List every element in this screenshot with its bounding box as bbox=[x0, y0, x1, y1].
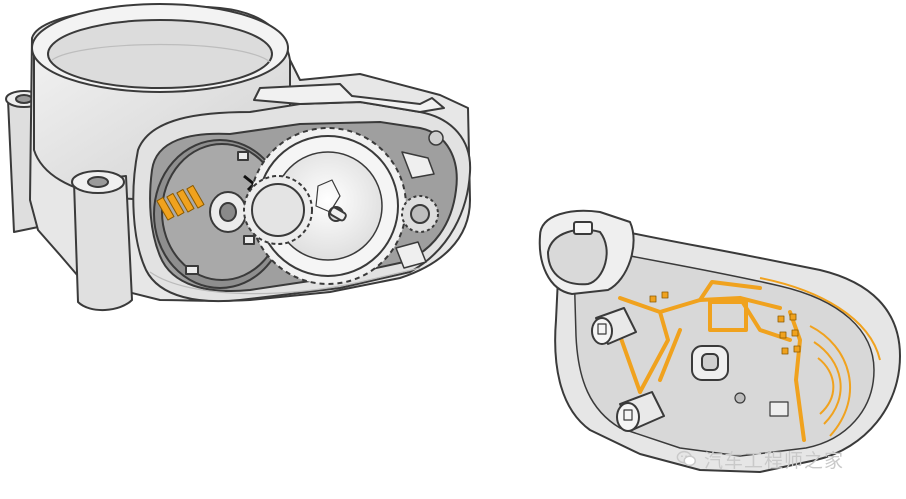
watermark: 汽车工程师之家 bbox=[676, 446, 844, 472]
motor-contacts bbox=[156, 184, 205, 221]
watermark-text: 汽车工程师之家 bbox=[704, 449, 845, 472]
wechat-icon bbox=[676, 450, 696, 467]
electrical-connector bbox=[538, 209, 635, 295]
central-boss bbox=[691, 345, 729, 381]
throttle-body bbox=[5, 3, 472, 312]
pinion-gear bbox=[401, 195, 439, 233]
intermediate-gear bbox=[243, 175, 313, 245]
sensor-cylinder-lower bbox=[616, 391, 665, 432]
sensor-cover bbox=[538, 209, 901, 473]
sensor-arc-tracks bbox=[759, 277, 881, 437]
contact-pads bbox=[649, 291, 801, 355]
spring-clips bbox=[395, 130, 444, 269]
sensor-cylinder-upper bbox=[591, 307, 637, 345]
motor-disc bbox=[153, 139, 287, 289]
mounting-post-bottom bbox=[71, 170, 133, 312]
